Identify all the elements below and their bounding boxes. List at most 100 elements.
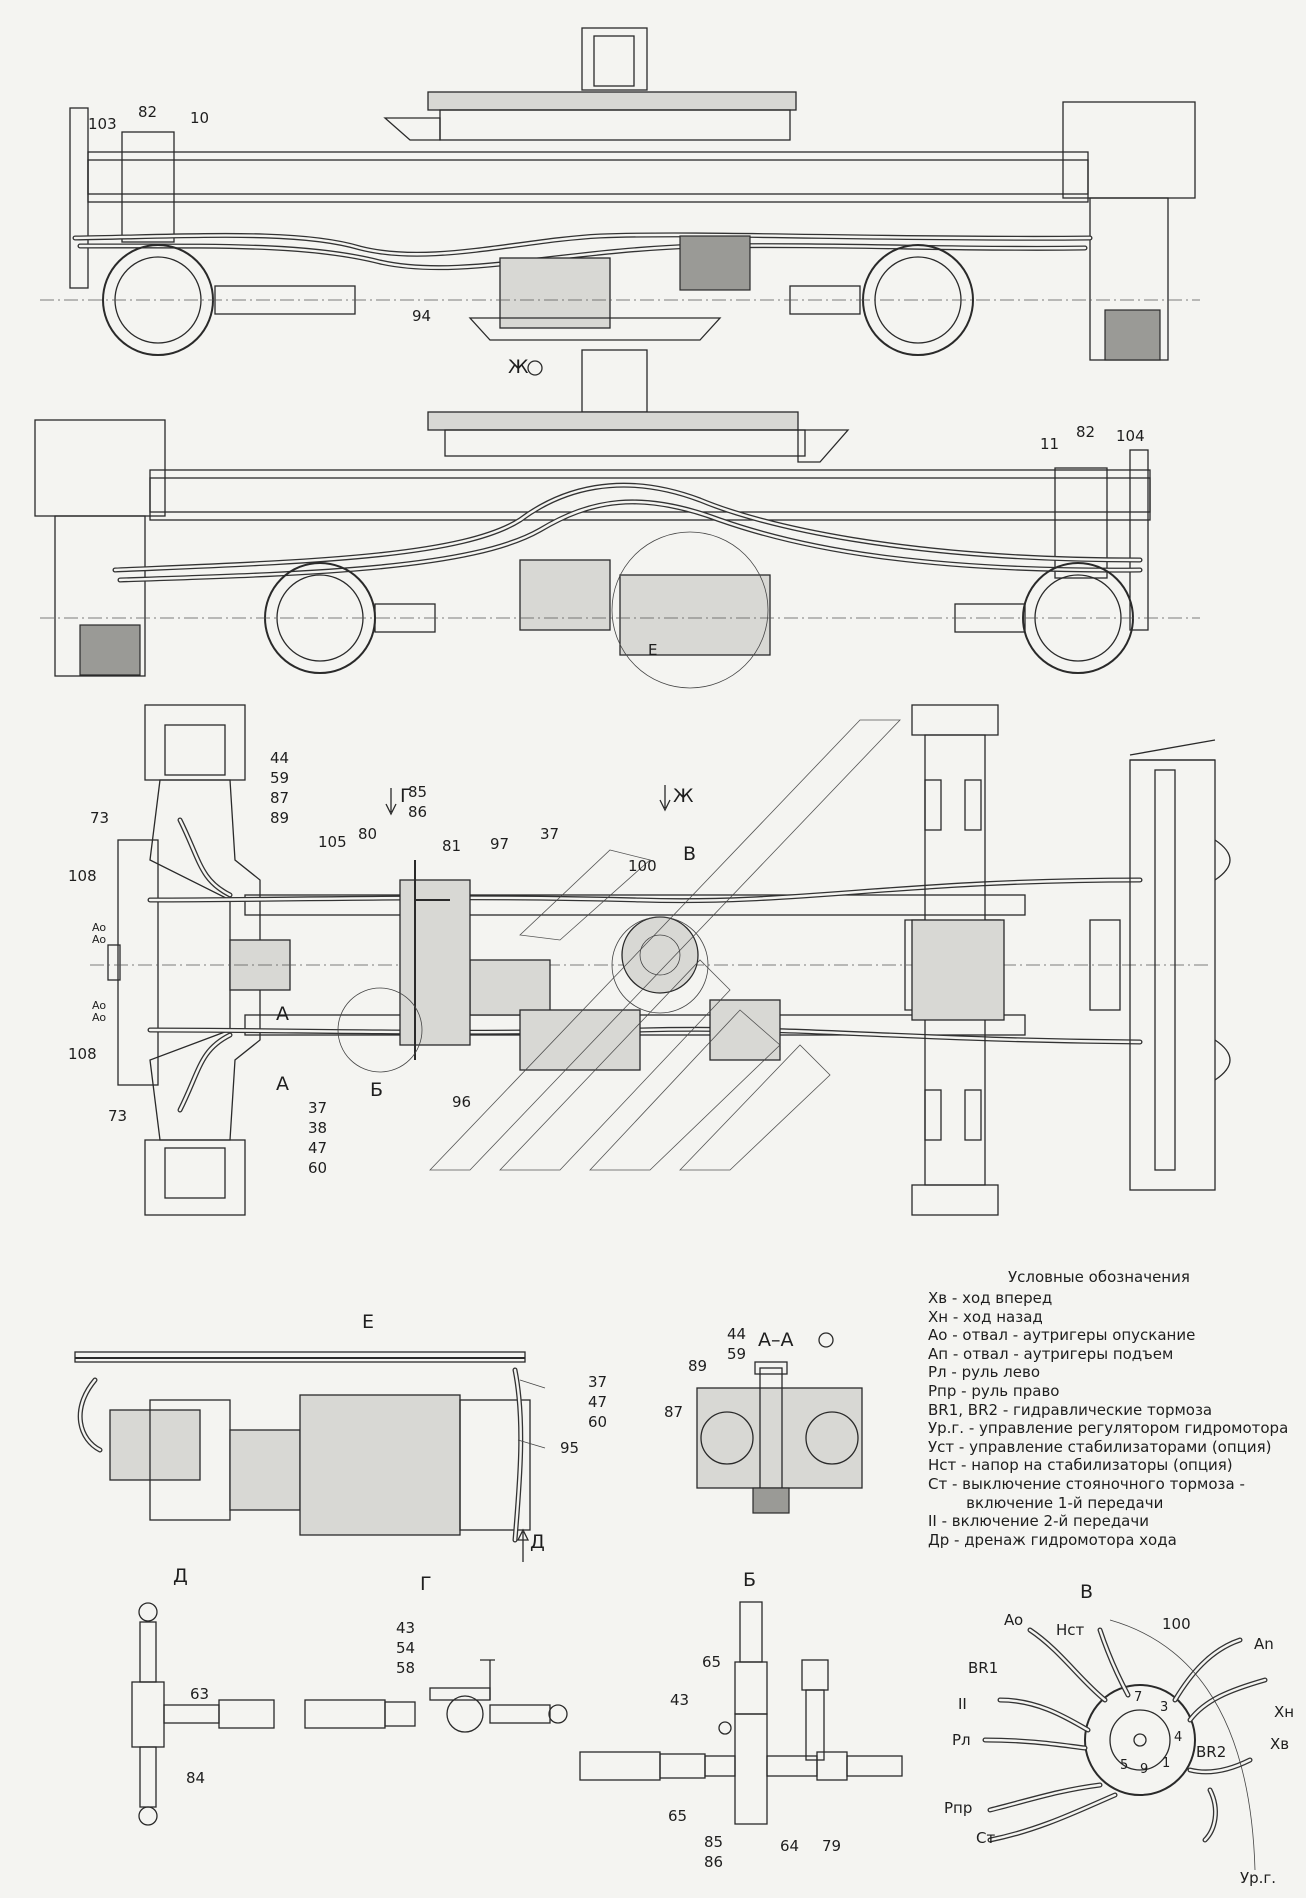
- callout-80: 80: [358, 825, 378, 843]
- side-view-lower: [34, 349, 1200, 689]
- plan-view: [90, 704, 1231, 1216]
- callout-11: 11: [1040, 435, 1060, 453]
- legend-list: Хв - ход вперед Хн - ход назад Ао - отва…: [928, 1289, 1288, 1549]
- aa-callout-89: 89: [688, 1357, 708, 1375]
- view-g-title: Г: [420, 1573, 432, 1595]
- callout-85: 85: [408, 783, 428, 801]
- view-v: [982, 1619, 1268, 1871]
- view-v-title: В: [1080, 1581, 1094, 1603]
- aa-callout-44: 44: [727, 1325, 747, 1343]
- legend-item-br: BR1, BR2 - гидравлические тормоза: [928, 1400, 1213, 1419]
- g-callout-43: 43: [396, 1619, 416, 1637]
- callout-82-upper: 82: [138, 103, 158, 121]
- legend-item-urg: Ур.г. - управление регулятором гидромото…: [928, 1419, 1289, 1438]
- b-callout-65-lower: 65: [668, 1807, 688, 1825]
- section-a-upper: А: [276, 1003, 289, 1025]
- port-ao-4: Ao: [92, 1011, 107, 1024]
- legend-item-rl: Рл - руль лево: [928, 1363, 1041, 1382]
- callout-103: 103: [88, 115, 117, 133]
- v-label-xv: Хв: [1270, 1735, 1290, 1753]
- view-b-title: Б: [743, 1569, 757, 1591]
- callout-81: 81: [442, 837, 462, 855]
- legend-item-st-cont: включение 1-й передачи: [928, 1493, 1164, 1512]
- v-port-9: 9: [1140, 1762, 1149, 1777]
- callout-59: 59: [270, 769, 290, 787]
- callout-73-lower: 73: [108, 1107, 128, 1125]
- v-label-ap: An: [1254, 1635, 1274, 1653]
- v-label-ii: II: [958, 1695, 967, 1713]
- d-callout-63: 63: [190, 1685, 210, 1703]
- legend-item-nst: Нст - напор на стабилизаторы (опция): [928, 1456, 1233, 1475]
- v-port-4: 4: [1174, 1730, 1183, 1745]
- callout-10: 10: [190, 109, 210, 127]
- legend-item-dr: Др - дренаж гидромотора хода: [928, 1530, 1177, 1549]
- legend-item-xv: Хв - ход вперед: [928, 1289, 1053, 1307]
- e-callout-60: 60: [588, 1413, 608, 1431]
- callout-stack-47: 47: [308, 1139, 328, 1157]
- g-callout-54: 54: [396, 1639, 416, 1657]
- callout-94: 94: [412, 307, 432, 325]
- legend-item-ao: Ао - отвал - аутригеры опускание: [928, 1326, 1196, 1345]
- v-port-7: 7: [1134, 1690, 1143, 1705]
- arrow-zh-mark: [659, 785, 671, 812]
- b-callout-65-upper: 65: [702, 1653, 722, 1671]
- aa-callout-59: 59: [727, 1345, 747, 1363]
- legend-title: Условные обозначения: [1008, 1268, 1190, 1286]
- port-ao-3: Ao: [92, 999, 107, 1012]
- view-b: [579, 1601, 903, 1825]
- v-label-rpr: Рпр: [944, 1799, 973, 1817]
- b-callout-43: 43: [670, 1691, 690, 1709]
- callout-105: 105: [318, 833, 347, 851]
- callout-89: 89: [270, 809, 290, 827]
- legend-item-ust: Уст - управление стабилизаторами (опция): [928, 1437, 1272, 1456]
- view-g: [304, 1659, 568, 1733]
- callout-104: 104: [1116, 427, 1145, 445]
- callout-100: 100: [628, 857, 657, 875]
- g-callout-58: 58: [396, 1659, 416, 1677]
- callout-37: 37: [540, 825, 560, 843]
- callout-86: 86: [408, 803, 428, 821]
- e-callout-37: 37: [588, 1373, 608, 1391]
- view-e-title: Е: [362, 1311, 375, 1333]
- v-label-br2: BR2: [1196, 1743, 1227, 1761]
- view-e: [74, 1351, 546, 1562]
- callout-stack-38: 38: [308, 1119, 328, 1137]
- legend-item-st: Ст - выключение стояночного тормоза -: [928, 1474, 1245, 1493]
- arrow-g-mark: [385, 788, 397, 816]
- v-label-rl: Рл: [952, 1731, 971, 1749]
- v-port-5: 5: [1120, 1758, 1129, 1773]
- side-view-upper: [40, 27, 1200, 361]
- callout-stack-37: 37: [308, 1099, 328, 1117]
- b-callout-79: 79: [822, 1837, 842, 1855]
- circle-b-label: Б: [370, 1079, 384, 1101]
- arrow-zh-label: Ж: [673, 785, 694, 807]
- arrow-d-label: Д: [530, 1531, 545, 1553]
- callout-97: 97: [490, 835, 510, 853]
- legend-item-xn: Хн - ход назад: [928, 1307, 1043, 1326]
- v-port-1: 1: [1162, 1756, 1171, 1771]
- callout-stack-60: 60: [308, 1159, 328, 1177]
- callout-82-lower: 82: [1076, 423, 1096, 441]
- port-ao-2: Ao: [92, 933, 107, 946]
- section-a-lower: А: [276, 1073, 289, 1095]
- callout-73-upper: 73: [90, 809, 110, 827]
- view-d: [131, 1602, 275, 1826]
- d-callout-84: 84: [186, 1769, 206, 1787]
- circle-e-label: Е: [648, 641, 658, 659]
- v-label-ao: Ao: [1004, 1611, 1024, 1629]
- v-label-xn: Хн: [1274, 1703, 1295, 1721]
- b-callout-85: 85: [704, 1833, 724, 1851]
- legend-item-ii: II - включение 2-й передачи: [928, 1512, 1149, 1531]
- rotate-symbol-zh: [527, 360, 543, 376]
- v-label-br1: BR1: [968, 1659, 999, 1677]
- b-callout-64: 64: [780, 1837, 800, 1855]
- arrow-g-label: Г: [400, 785, 412, 807]
- port-ao-1: Ao: [92, 921, 107, 934]
- callout-108-upper: 108: [68, 867, 97, 885]
- view-d-title: Д: [173, 1565, 188, 1587]
- e-callout-95: 95: [560, 1439, 580, 1457]
- legend-item-rpr: Рпр - руль право: [928, 1381, 1060, 1400]
- e-callout-47: 47: [588, 1393, 608, 1411]
